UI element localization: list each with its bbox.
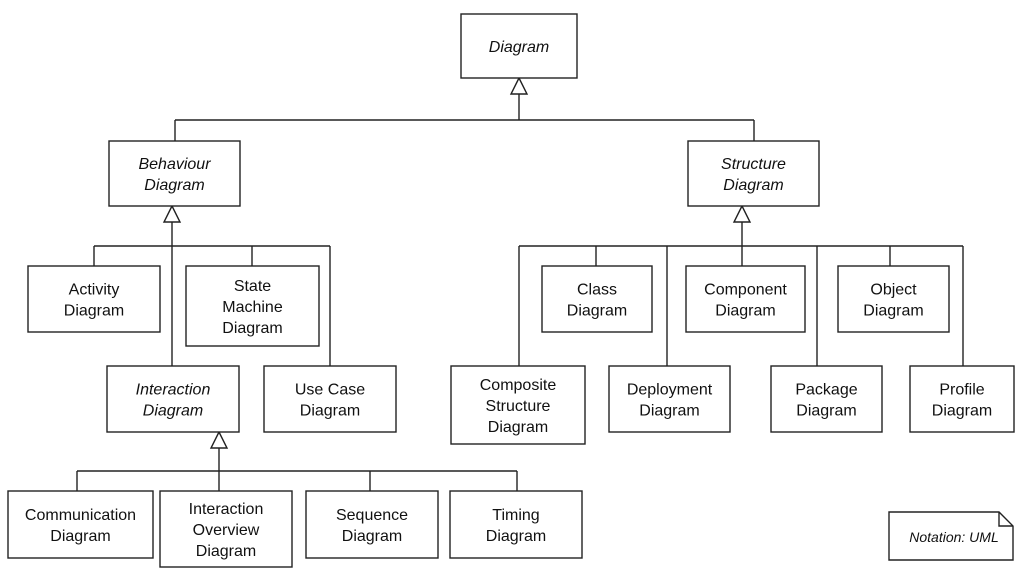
state-machine-label: Diagram xyxy=(222,320,282,337)
package-label: Diagram xyxy=(796,403,856,420)
diagram-node: Diagram xyxy=(460,13,578,79)
sequence-label: Sequence xyxy=(336,507,408,524)
inheritance-edges xyxy=(76,76,964,491)
timing-label: Diagram xyxy=(486,528,546,545)
notation-note: Notation: UML xyxy=(888,511,1014,561)
deployment-label: Deployment xyxy=(627,382,713,399)
component-box xyxy=(685,265,806,333)
interaction-overview-label: Diagram xyxy=(196,543,256,560)
composite-structure-label: Diagram xyxy=(488,419,548,436)
activity-label: Diagram xyxy=(64,303,124,320)
component-label: Component xyxy=(704,282,787,299)
interaction-overview-box xyxy=(159,490,293,568)
profile-label: Profile xyxy=(939,382,984,399)
deployment-label: Diagram xyxy=(639,403,699,420)
class-box xyxy=(541,265,653,333)
diagram-nodes: DiagramBehaviourDiagramStructureDiagramA… xyxy=(7,13,1015,568)
object-label: Object xyxy=(870,282,917,299)
package-label: Package xyxy=(795,382,857,399)
notation-label: Notation: UML xyxy=(909,529,998,545)
note-fold xyxy=(998,512,1013,527)
diagram-generalization-arrow xyxy=(509,76,529,95)
interaction-label: Diagram xyxy=(143,403,203,420)
composite-structure-label: Composite xyxy=(480,377,557,394)
structure-box xyxy=(687,140,820,207)
communication-label: Communication xyxy=(25,507,136,524)
communication-label: Diagram xyxy=(50,528,110,545)
interaction-generalization-arrow xyxy=(209,430,229,449)
package-box xyxy=(770,365,883,433)
activity-box xyxy=(27,265,161,333)
timing-box xyxy=(449,490,583,559)
structure-label: Structure xyxy=(721,156,786,173)
sequence-label: Diagram xyxy=(342,528,402,545)
object-box xyxy=(837,265,950,333)
profile-box xyxy=(909,365,1015,433)
component-label: Diagram xyxy=(715,303,775,320)
state-machine-label: Machine xyxy=(222,299,283,316)
timing-label: Timing xyxy=(492,507,539,524)
class-label: Diagram xyxy=(567,303,627,320)
communication-box xyxy=(7,490,154,559)
composite-structure-label: Structure xyxy=(486,398,551,415)
diagram-box xyxy=(460,13,578,79)
behaviour-box xyxy=(108,140,241,207)
profile-label: Diagram xyxy=(932,403,992,420)
composite-structure-box xyxy=(450,365,586,445)
diagram-label: Diagram xyxy=(489,39,549,56)
state-machine-box xyxy=(185,265,320,347)
interaction-label: Interaction xyxy=(136,382,211,399)
interaction-overview-label: Interaction xyxy=(189,501,264,518)
behaviour-generalization-arrow xyxy=(162,204,182,223)
use-case-label: Use Case xyxy=(295,382,365,399)
behaviour-label: Behaviour xyxy=(138,156,211,173)
interaction-overview-label: Overview xyxy=(193,522,260,539)
sequence-box xyxy=(305,490,439,559)
use-case-label: Diagram xyxy=(300,403,360,420)
use-case-box xyxy=(263,365,397,433)
interaction-box xyxy=(106,365,240,433)
behaviour-label: Diagram xyxy=(144,177,204,194)
state-machine-label: State xyxy=(234,278,271,295)
deployment-box xyxy=(608,365,731,433)
structure-label: Diagram xyxy=(723,177,783,194)
object-label: Diagram xyxy=(863,303,923,320)
structure-generalization-arrow xyxy=(732,204,752,223)
note-shape xyxy=(888,511,1014,561)
activity-label: Activity xyxy=(69,282,120,299)
class-label: Class xyxy=(577,282,617,299)
